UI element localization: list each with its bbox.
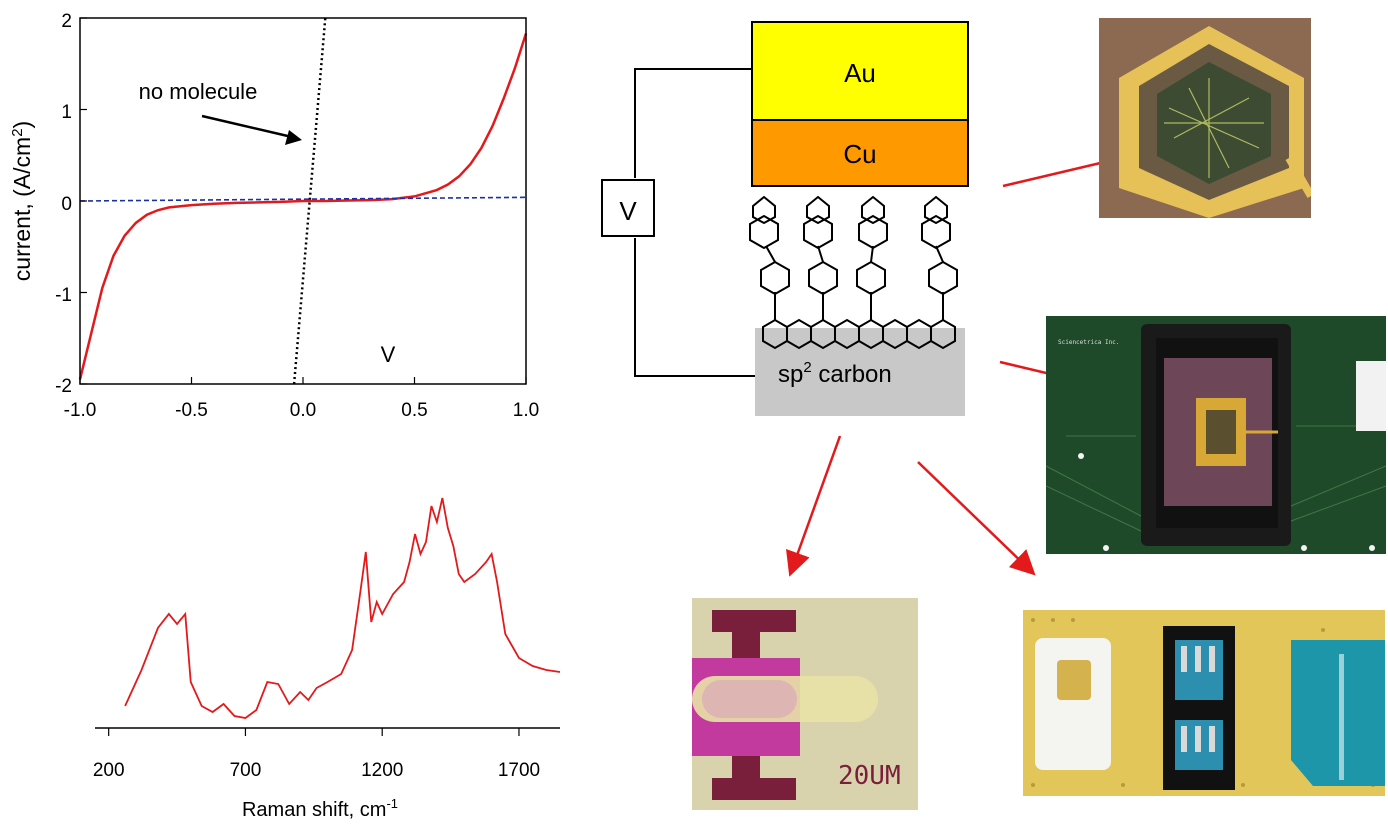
micrograph-photo: 20UM	[692, 598, 918, 810]
raman-x-tick-label: 1700	[498, 760, 540, 781]
raman-chart: 200 700 1200 1700 Raman shift, cm-1	[93, 497, 561, 821]
iv-series-line-solid-red	[78, 33, 528, 380]
svg-text:Sciencetrica Inc.: Sciencetrica Inc.	[1058, 339, 1119, 346]
raman-spectrum-line	[124, 497, 561, 719]
chip-package-photo	[1099, 18, 1311, 218]
au-electrode	[751, 21, 969, 121]
iv-x-tick-label: 0.5	[401, 400, 427, 421]
iv-y-tick-label: 2	[61, 11, 72, 32]
raman-x-ticks	[108, 728, 520, 736]
iv-y-ticks	[80, 17, 87, 385]
raman-marks	[124, 497, 561, 719]
arrow-to-sim-card	[917, 461, 1036, 576]
iv-series-line-dashed-blue	[79, 196, 527, 202]
arrow-to-micrograph	[786, 435, 842, 577]
substrate-label: sp2 carbon	[778, 359, 892, 388]
iv-x-tick-label: 0.0	[290, 400, 316, 421]
biphenyl-molecule-layer	[749, 195, 958, 350]
cu-label: Cu	[843, 139, 876, 169]
raman-x-axis-label: Raman shift, cm-1	[242, 796, 398, 821]
au-label: Au	[844, 58, 876, 88]
circuit-board-photo: Sciencetrica Inc.	[1046, 316, 1386, 554]
iv-y-tick-label: -1	[55, 285, 72, 306]
iv-y-tick-label: 0	[61, 194, 72, 215]
iv-marks	[78, 17, 528, 385]
annotation-arrow	[201, 114, 302, 145]
iv-x-tick-label: -1.0	[64, 400, 97, 421]
sim-card-photo	[1023, 610, 1385, 796]
molecular-junction-diagram: V Au Cu sp2 carbon	[601, 21, 969, 416]
iv-series-line-dotted-black	[292, 17, 327, 385]
raman-x-tick-label: 1200	[361, 760, 403, 781]
iv-chart: 2 1 0 -1 -2 -1.0 -0.5 0.0 0.5 1.0 curren…	[9, 11, 539, 421]
iv-x-axis-label: V	[381, 342, 396, 367]
raman-x-tick-label: 700	[230, 760, 262, 781]
iv-x-ticks	[79, 377, 527, 384]
iv-y-axis-label: current, (A/cm2)	[9, 121, 35, 281]
iv-y-tick-label: -2	[55, 376, 72, 397]
raman-x-tick-label: 200	[93, 760, 125, 781]
no-molecule-annotation: no molecule	[139, 79, 258, 104]
iv-x-tick-label: 1.0	[513, 400, 539, 421]
cu-electrode	[751, 119, 969, 187]
top-wire	[634, 68, 752, 178]
iv-y-tick-label: 1	[61, 102, 72, 123]
iv-x-tick-label: -0.5	[175, 400, 208, 421]
voltage-source	[601, 179, 655, 237]
bottom-wire	[634, 238, 758, 377]
voltage-label: V	[619, 196, 637, 226]
micrograph-scale-label: 20UM	[838, 761, 901, 791]
